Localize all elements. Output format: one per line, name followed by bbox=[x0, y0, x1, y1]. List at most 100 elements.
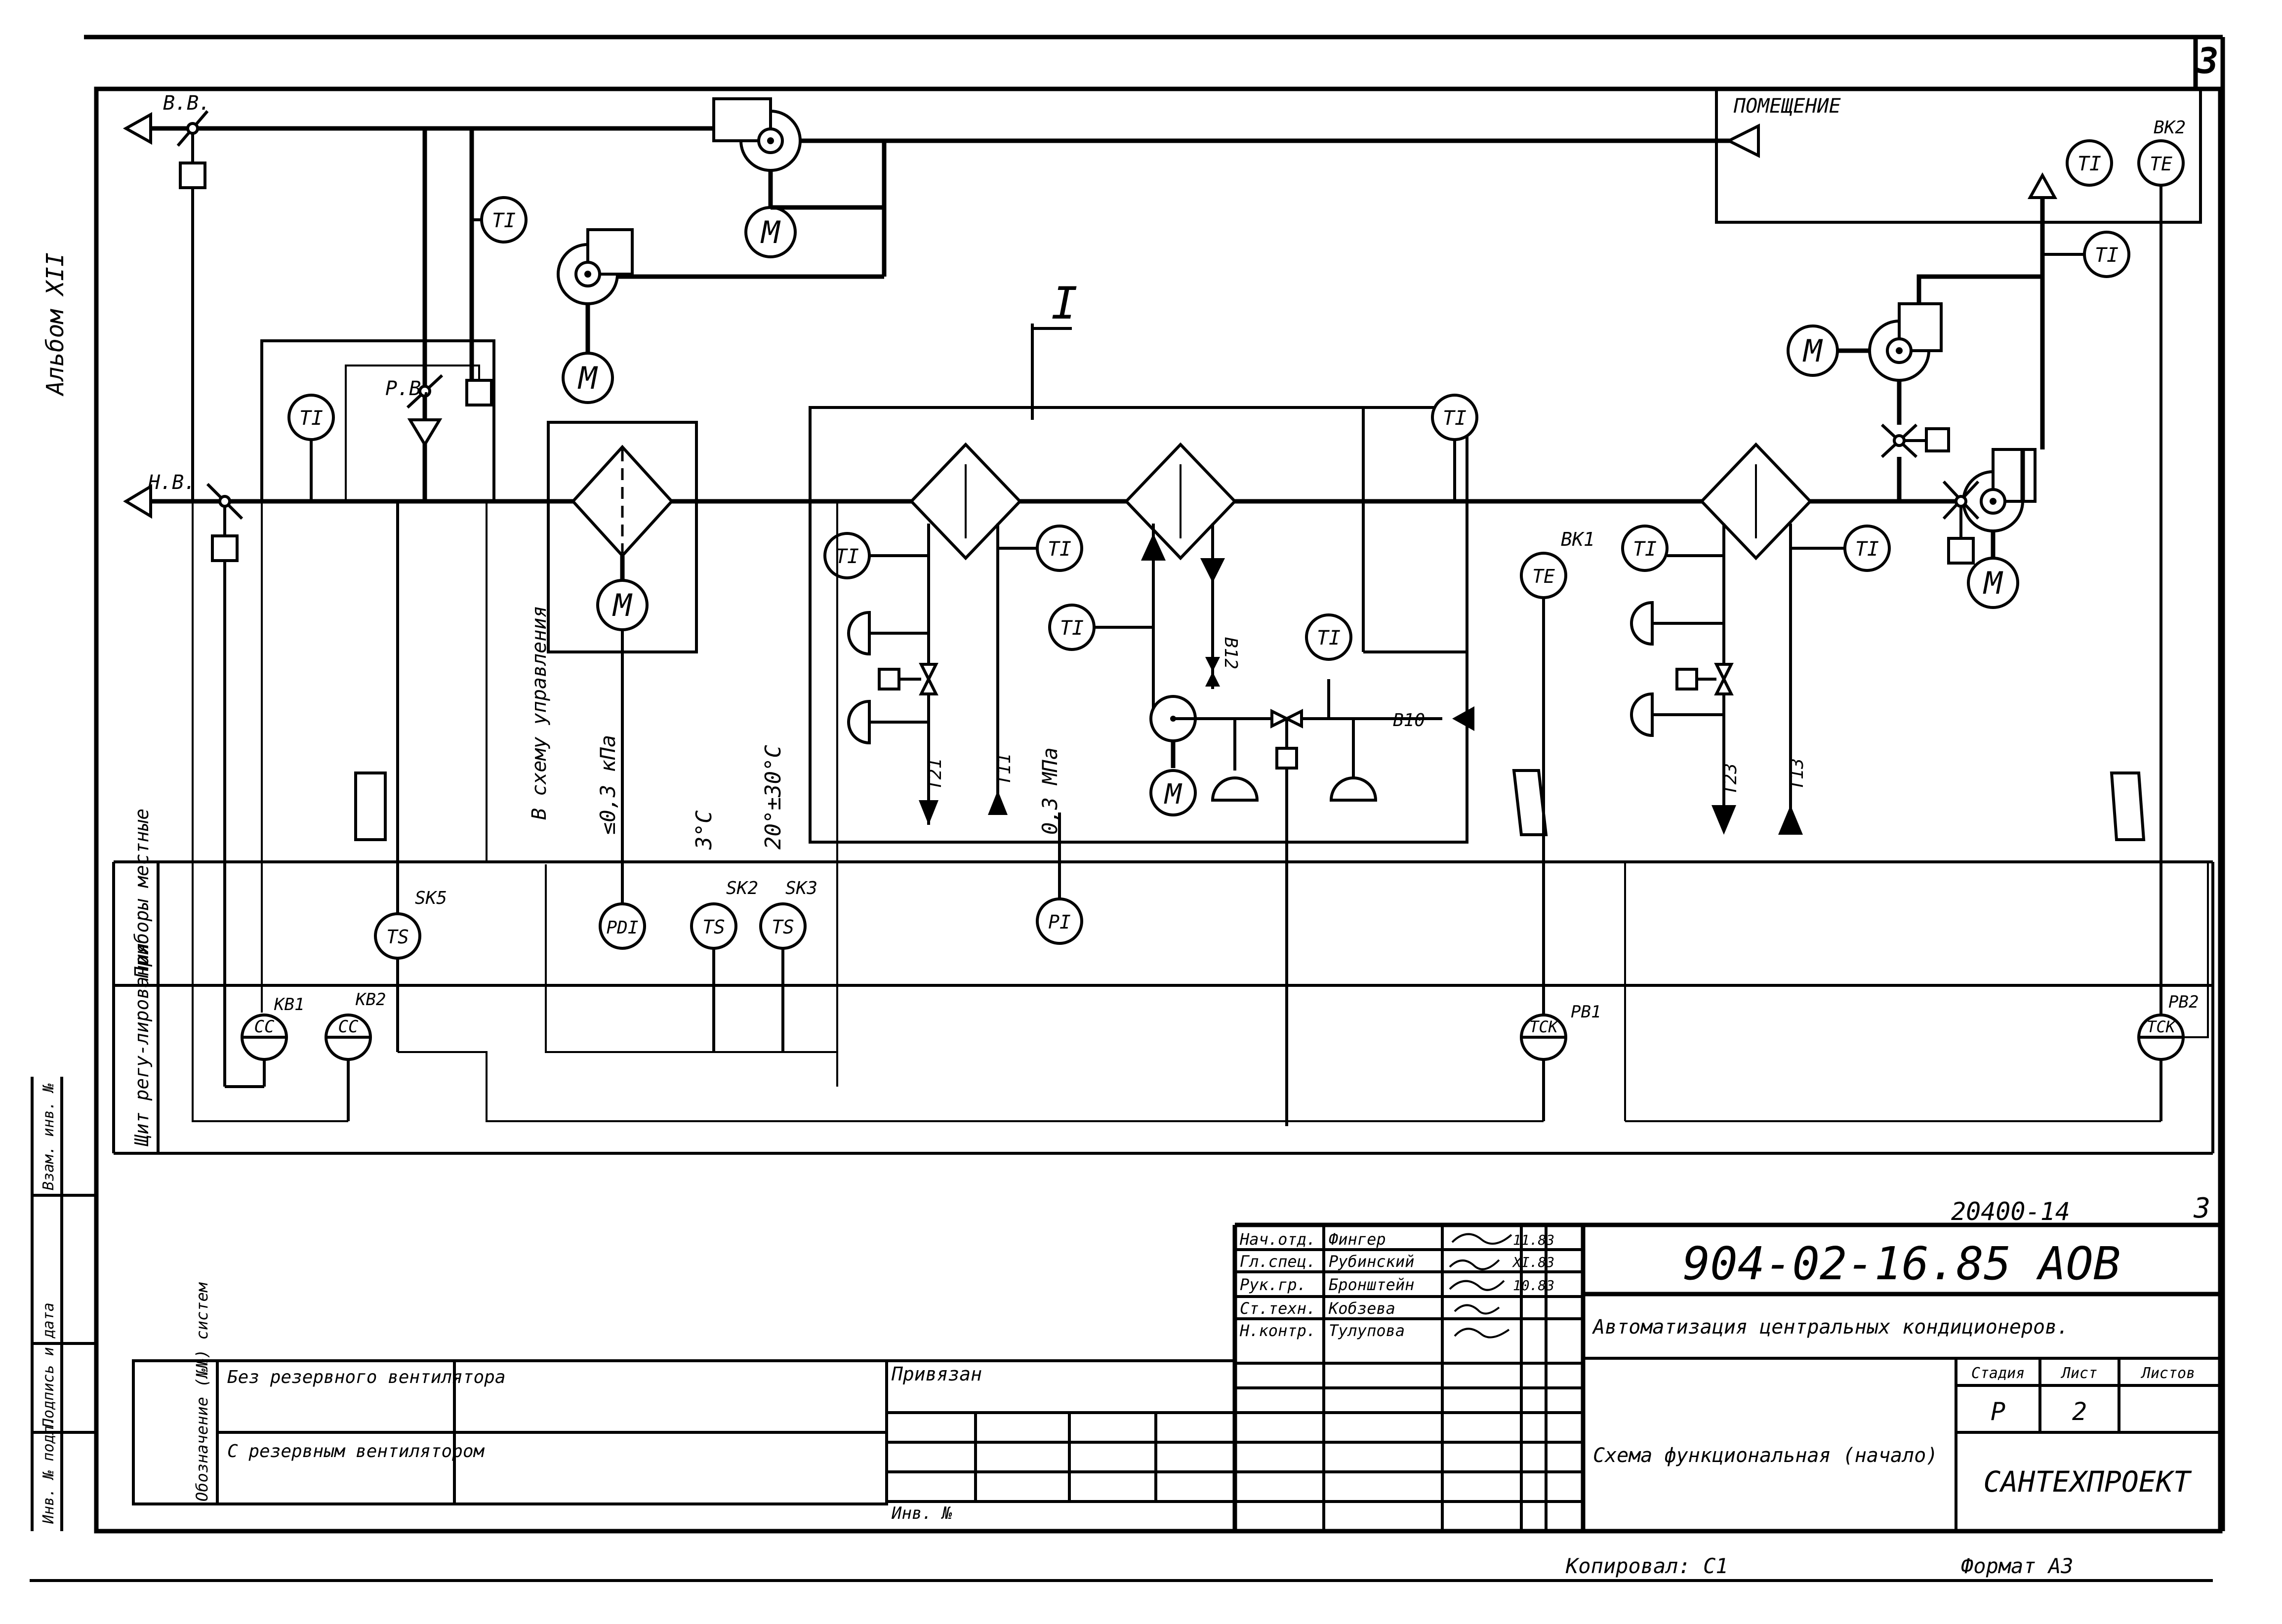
note-control: В схему управления bbox=[528, 606, 551, 820]
thermometer-mid bbox=[1431, 394, 1478, 501]
instrument-rows bbox=[112, 860, 2214, 1155]
side-label-signature: Подпись и дата bbox=[40, 1302, 57, 1428]
stamp-format: Формат А3 bbox=[1961, 1554, 2074, 1578]
date-3: 10.83 bbox=[1513, 1277, 1554, 1294]
room-box bbox=[1715, 87, 2202, 1037]
side-label-inv: Инв. № подл. bbox=[40, 1417, 57, 1524]
damper-exhaust-label: В.В. bbox=[163, 92, 210, 115]
thermometer-valve bbox=[1305, 613, 1352, 661]
valve-hx3[interactable] bbox=[1630, 601, 1734, 737]
signature-rows: Нач.отд. Фингер 11.83 Гл.спец. Рубинский… bbox=[1239, 1230, 1554, 1340]
tag-KB2: KB2 bbox=[355, 990, 386, 1010]
damper-intake[interactable] bbox=[206, 483, 244, 1087]
circulation-pump[interactable] bbox=[1149, 695, 1442, 816]
name-3: Бронштейн bbox=[1329, 1275, 1414, 1294]
reserve-fan[interactable] bbox=[557, 228, 634, 404]
thermometer-hx1-in bbox=[823, 532, 929, 579]
temp-switch-sk2 bbox=[690, 902, 737, 1052]
row-label-local: Приборы местные bbox=[131, 809, 153, 978]
thermometer-hx3-in bbox=[1621, 525, 1724, 572]
pipe-tag-T21: T21 bbox=[925, 758, 945, 790]
pipe-tag-T23: T23 bbox=[1720, 763, 1741, 795]
thermometer-supply bbox=[2042, 231, 2130, 278]
date-1: 11.83 bbox=[1513, 1232, 1554, 1248]
date-2: XI.83 bbox=[1512, 1254, 1554, 1270]
name-1: Фингер bbox=[1329, 1230, 1386, 1249]
binding-label: Привязан bbox=[891, 1363, 982, 1385]
room-thermometer-label: TI bbox=[2078, 153, 2101, 175]
tag-SK5: SK5 bbox=[415, 888, 447, 908]
name-2: Рубинский bbox=[1329, 1252, 1414, 1271]
exhaust-fan-motor-label: М bbox=[760, 214, 781, 250]
system-option-2: С резервным вентилятором bbox=[227, 1441, 485, 1462]
thermometer-intake-label: TI bbox=[299, 407, 323, 430]
tag-KB1: KB1 bbox=[274, 995, 304, 1015]
callout-I-label: I bbox=[1051, 278, 1078, 329]
regulator-kb1 bbox=[225, 1014, 288, 1088]
supply-duct bbox=[123, 484, 1958, 519]
thermometer-hx2 bbox=[1048, 604, 1153, 651]
thermometer-hx3-in-label: TI bbox=[1633, 538, 1657, 561]
regulator-kb2-label: CC bbox=[338, 1017, 359, 1037]
signature-marks bbox=[1449, 1233, 1512, 1339]
tag-PB2: PB2 bbox=[2168, 992, 2199, 1012]
thermometer-mid-label: TI bbox=[1443, 407, 1467, 430]
filter-motor-label: М bbox=[612, 587, 633, 623]
damper-supply[interactable] bbox=[1942, 480, 1980, 565]
check-valve-hx2[interactable] bbox=[1205, 657, 1220, 687]
air-filter[interactable] bbox=[547, 421, 698, 653]
supply-fan[interactable] bbox=[1962, 448, 2037, 609]
controller-pb2-label: TCK bbox=[2147, 1017, 2177, 1036]
valve-hx1[interactable] bbox=[847, 610, 1008, 825]
temp-switch-sk5 bbox=[374, 501, 421, 1052]
systems-header: Обозначение (№№) систем bbox=[193, 1282, 211, 1502]
thermometer-hx3-out bbox=[1791, 525, 1891, 572]
pressure-diff-gauge bbox=[599, 630, 646, 950]
exhaust-fan[interactable] bbox=[712, 97, 802, 258]
region-I-frame bbox=[809, 406, 1468, 844]
document-number: 904-02-16.85 АОВ bbox=[1683, 1237, 2120, 1290]
role-4: Ст.техн. bbox=[1240, 1299, 1316, 1318]
sensor-markers bbox=[354, 769, 2146, 841]
damper-recirc[interactable] bbox=[345, 365, 493, 501]
callout-I bbox=[1031, 324, 1072, 420]
title-block-sheet-number: 3 bbox=[2193, 1192, 2210, 1224]
sheet-value: 2 bbox=[2072, 1397, 2087, 1426]
pump-motor-label: М bbox=[1164, 778, 1182, 811]
thermometer-intake bbox=[287, 394, 335, 501]
system-option-1: Без резервного вентилятора bbox=[227, 1367, 506, 1387]
role-3: Рук.гр. bbox=[1240, 1275, 1306, 1294]
pipe-tag-B12: B12 bbox=[1221, 637, 1241, 669]
thermometer-exhaust-label: TI bbox=[492, 209, 516, 232]
pipe-tag-T13: T13 bbox=[1787, 758, 1807, 790]
thermometer-exhaust bbox=[472, 196, 528, 244]
signal-wiring bbox=[192, 501, 2209, 1122]
reserve-supply-fan[interactable] bbox=[1787, 302, 1950, 501]
sheet-header: Лист bbox=[2060, 1365, 2097, 1382]
role-1: Нач.отд. bbox=[1239, 1230, 1316, 1249]
sheets-header: Листов bbox=[2140, 1365, 2195, 1382]
supply-fan-motor-label: М bbox=[1983, 565, 2003, 601]
room-label: ПОМЕЩЕНИЕ bbox=[1733, 95, 1841, 118]
title-block-frame bbox=[132, 1222, 2220, 1531]
three-way-valve[interactable] bbox=[1270, 679, 1474, 1126]
damper-exhaust[interactable] bbox=[176, 110, 209, 189]
damper-recirc-label: Р.В. bbox=[385, 377, 433, 400]
role-2: Гл.спец. bbox=[1240, 1252, 1316, 1271]
role-5: Н.контр. bbox=[1239, 1321, 1316, 1340]
controller-pb1 bbox=[1520, 1014, 1567, 1121]
regulator-kb1-label: CC bbox=[254, 1017, 275, 1037]
tag-BK1: BK1 bbox=[1561, 528, 1595, 550]
pressure-diff-gauge-label: PDI bbox=[606, 918, 638, 938]
heat-exchanger-1[interactable] bbox=[909, 442, 1022, 825]
organization: САНТЕХПРОЕКТ bbox=[1983, 1465, 2192, 1499]
thermometer-hx1-out-label: TI bbox=[1048, 538, 1071, 561]
thermometer-hx1-in-label: TI bbox=[835, 545, 859, 568]
stamp-copy: Копировал: С1 bbox=[1565, 1554, 1728, 1578]
tag-SK3: SK3 bbox=[785, 878, 817, 898]
stage-value: Р bbox=[1991, 1397, 2005, 1426]
heat-exchanger-3[interactable] bbox=[1699, 442, 1813, 835]
row-label-panel: Щит регу-лирования bbox=[131, 942, 153, 1146]
heat-exchanger-2[interactable] bbox=[1124, 442, 1237, 711]
pipe-tag-B10: B10 bbox=[1393, 710, 1425, 731]
